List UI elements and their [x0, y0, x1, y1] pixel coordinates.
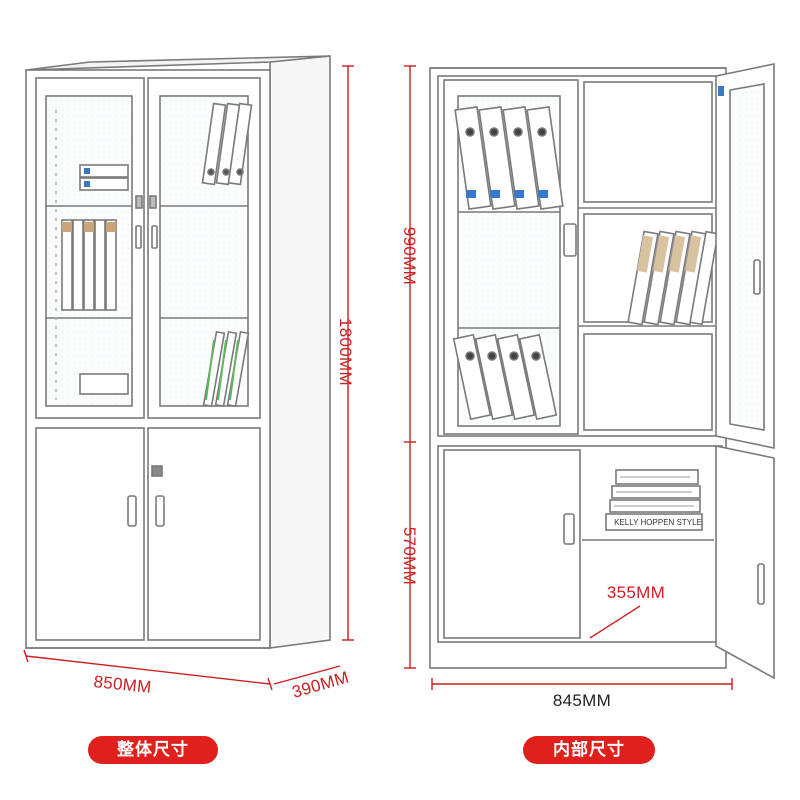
right-slide-handle [563, 223, 577, 257]
right-dimension-lines [404, 65, 733, 690]
left-glass-pane-left [45, 95, 133, 407]
left-book-badge-1 [84, 168, 90, 174]
left-cabinet-top-panel [25, 55, 331, 71]
right-book-stack [605, 469, 703, 531]
right-cell-3 [583, 333, 713, 431]
depth-dim-line [273, 665, 341, 685]
right-open-door-handle [753, 259, 761, 295]
overall-size-caption[interactable]: 整体尺寸 [88, 736, 218, 764]
right-open-door-glass [729, 83, 765, 431]
left-lower-door-right [147, 427, 261, 641]
left-lower-door-left [35, 427, 145, 641]
right-hinge-icon [718, 86, 724, 96]
book-spine-label: KELLY HOPPEN STYLE [614, 518, 702, 527]
width-dim-line [25, 655, 271, 685]
right-lower-closed-door [443, 449, 581, 639]
inner-depth-label: 355MM [607, 583, 665, 602]
right-cabinet-open [429, 63, 775, 680]
left-magazine-stack [79, 373, 129, 395]
left-handle-upper-a [135, 225, 142, 249]
left-upper-door-left [35, 77, 145, 419]
left-binders-upper-right [201, 102, 253, 186]
right-lower-handle [563, 513, 575, 545]
right-books-leaning [627, 230, 719, 326]
left-dimension-lines [23, 65, 354, 691]
left-book-row-mid [61, 219, 117, 311]
left-lower-handle-right [155, 495, 165, 527]
overall-depth-label: 390MM [290, 668, 351, 702]
left-upper-lock-icon-2 [149, 195, 157, 209]
left-cabinet-closed [25, 55, 331, 649]
overall-height-label: 1800MM [336, 318, 355, 386]
left-green-books [202, 330, 250, 408]
upper-height-label: 990MM [400, 227, 419, 285]
left-handle-upper-b [151, 225, 158, 249]
left-cabinet-side-panel [269, 55, 331, 649]
left-book-1 [79, 164, 129, 178]
internal-size-caption[interactable]: 内部尺寸 [523, 736, 655, 764]
left-upper-door-right [147, 77, 261, 419]
inner-depth-pointer [589, 605, 641, 639]
left-lower-handle-left [127, 495, 137, 527]
right-binders-top [454, 106, 564, 210]
left-upper-lock-icon [135, 195, 143, 209]
right-open-lower-door [715, 445, 775, 680]
left-lower-lock-icon [151, 465, 163, 477]
right-binders-bottom [452, 333, 558, 421]
right-cell-1 [583, 81, 713, 203]
overall-width-label: 850MM [93, 672, 153, 697]
lower-height-label: 570MM [400, 527, 419, 585]
left-book-badge-2 [84, 181, 90, 187]
left-book-2 [79, 177, 129, 191]
right-open-lower-handle [757, 563, 765, 605]
inner-width-label: 845MM [553, 691, 611, 710]
